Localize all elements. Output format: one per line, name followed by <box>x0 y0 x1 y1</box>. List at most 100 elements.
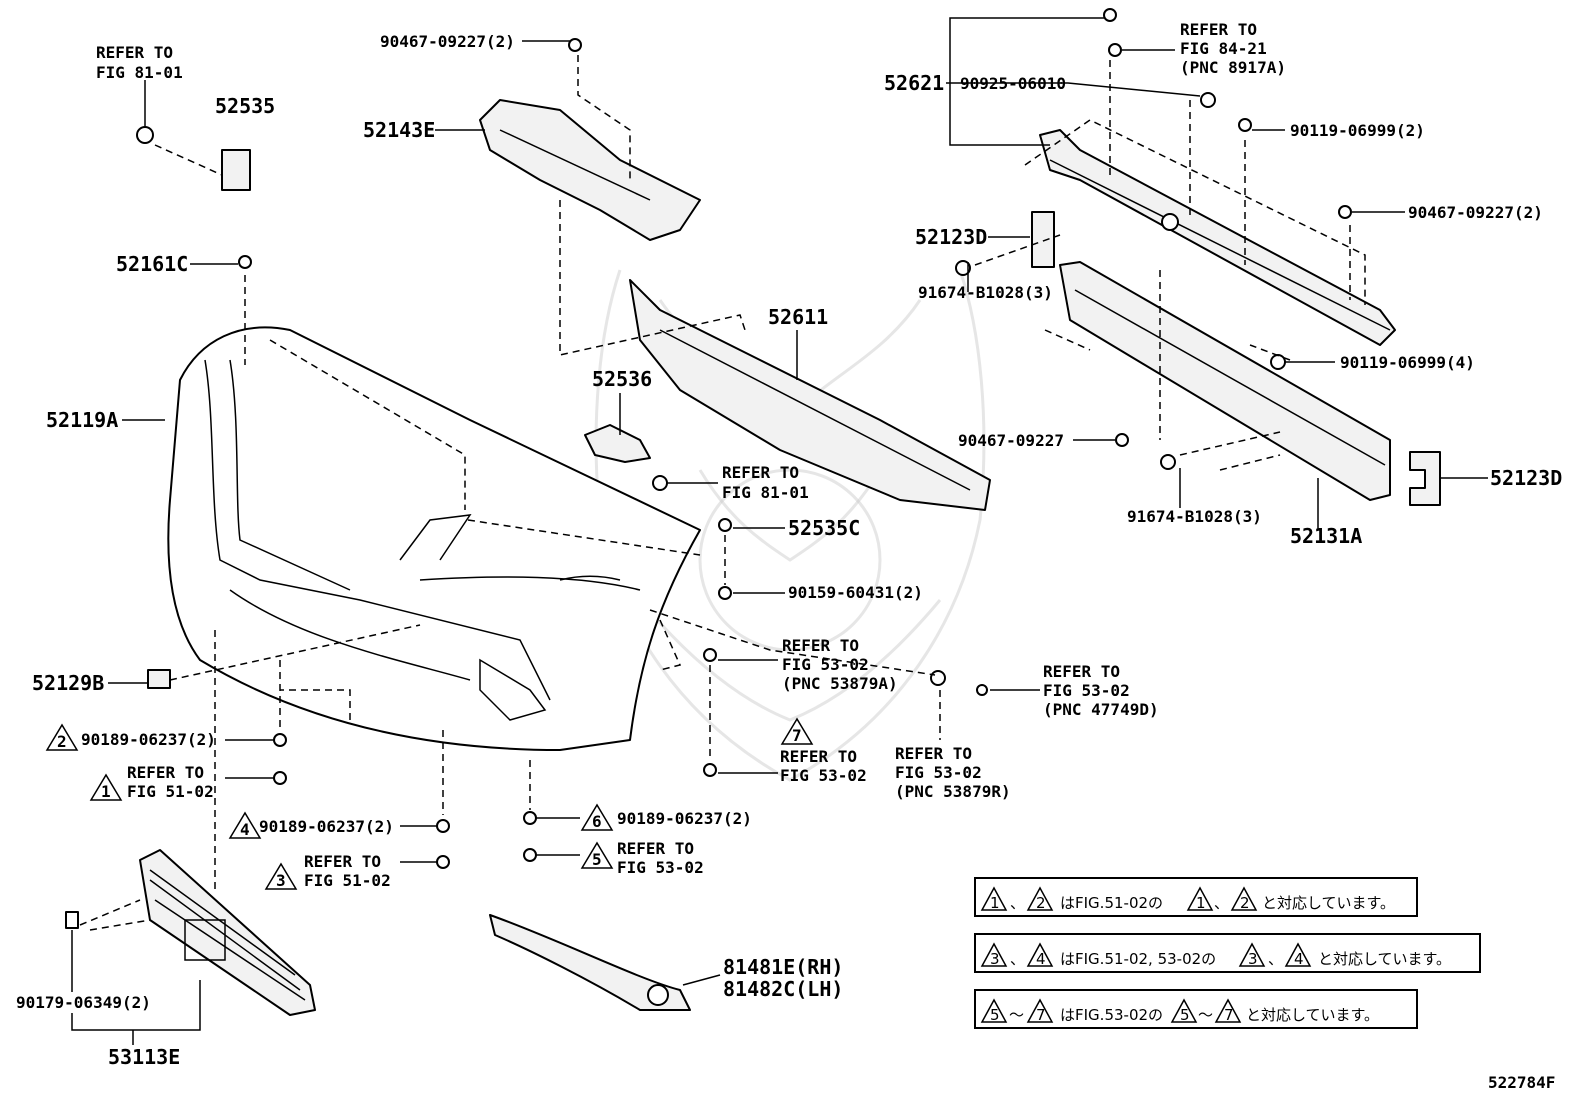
svg-text:2: 2 <box>1240 894 1250 912</box>
svg-text:5: 5 <box>990 1006 1000 1024</box>
spacer-52123d-left <box>1031 211 1055 268</box>
label-refer-81-01-top-l1: REFER TO <box>96 43 173 62</box>
label-90189-06237-a: 90189-06237(2) <box>81 730 216 749</box>
svg-text:5: 5 <box>1180 1006 1190 1024</box>
label-90179-06349: 90179-06349(2) <box>16 993 151 1012</box>
svg-text:7: 7 <box>1224 1006 1234 1024</box>
label-refer-53-02-c-l2: FIG 53-02 <box>780 766 867 785</box>
svg-text:、: 、 <box>1268 950 1283 968</box>
svg-text:1: 1 <box>1196 894 1206 912</box>
svg-text:1: 1 <box>990 894 1000 912</box>
marker-2-icon: 2 <box>45 723 79 751</box>
svg-text:と対応しています。: と対応しています。 <box>1246 1006 1379 1024</box>
svg-text:、: 、 <box>1214 894 1229 912</box>
svg-text:4: 4 <box>240 820 250 839</box>
svg-text:はFIG.51-02, 53-02の: はFIG.51-02, 53-02の <box>1060 950 1216 968</box>
label-refer-53-02-b-l3: (PNC 47749D) <box>1043 700 1159 719</box>
svg-text:5: 5 <box>592 850 602 869</box>
marker-6-icon: 6 <box>580 803 614 831</box>
label-refer-81-01-mid-l2: FIG 81-01 <box>722 483 809 502</box>
label-90159-60431: 90159-60431(2) <box>788 583 923 602</box>
label-90925-06010: 90925-06010 <box>960 74 1066 93</box>
marker-1-icon: 1 <box>89 773 123 801</box>
label-52123d-left: 52123D <box>915 225 987 249</box>
marker-7-icon: 7 <box>780 717 814 745</box>
svg-text:と対応しています。: と対応しています。 <box>1262 894 1395 912</box>
label-52536: 52536 <box>592 367 652 391</box>
label-52161c: 52161C <box>116 252 188 276</box>
label-refer-53-02-e-l2: FIG 53-02 <box>617 858 704 877</box>
svg-text:1: 1 <box>101 782 111 801</box>
garnish-81481e <box>489 914 691 1011</box>
svg-text:3: 3 <box>1248 950 1258 968</box>
label-refer-53-02-c-l1: REFER TO <box>780 747 857 766</box>
svg-text:6: 6 <box>592 812 602 831</box>
reinforcement-52131a <box>1059 261 1391 501</box>
label-90119-06999-4: 90119-06999(4) <box>1340 353 1475 372</box>
label-refer-81-01-mid-l1: REFER TO <box>722 463 799 482</box>
marker-4-icon: 4 <box>228 811 262 839</box>
spacer-52123d-right <box>1409 451 1441 506</box>
svg-text:3: 3 <box>990 950 1000 968</box>
note-box-1: 1 、 2 はFIG.51-02の 1 、 2 と対応しています。 <box>974 877 1418 917</box>
absorber-52611 <box>629 279 991 511</box>
label-refer-53-02-d-l2: FIG 53-02 <box>895 763 982 782</box>
label-refer-53-02-a-l2: FIG 53-02 <box>782 655 869 674</box>
label-90467-09227: 90467-09227 <box>958 431 1064 450</box>
svg-text:、: 、 <box>1010 894 1025 912</box>
grille-53113e <box>139 849 316 1016</box>
label-52611: 52611 <box>768 305 828 329</box>
svg-text:7: 7 <box>1036 1006 1046 1024</box>
label-refer-81-01-top-l2: FIG 81-01 <box>96 63 183 82</box>
note-box-2: 3 、 4 はFIG.51-02, 53-02の 3 、 4 と対応しています。 <box>974 933 1481 973</box>
label-refer-53-02-d-l1: REFER TO <box>895 744 972 763</box>
bumper-cover-52119a <box>167 326 701 751</box>
label-52131a: 52131A <box>1290 524 1362 548</box>
marker-3-icon: 3 <box>264 862 298 890</box>
label-52143e: 52143E <box>363 118 435 142</box>
label-90119-06999-2: 90119-06999(2) <box>1290 121 1425 140</box>
svg-text:はFIG.51-02の: はFIG.51-02の <box>1060 894 1163 912</box>
svg-text:はFIG.53-02の: はFIG.53-02の <box>1060 1006 1163 1024</box>
assembly-lines <box>79 55 1366 931</box>
bracket-52535 <box>221 149 251 191</box>
label-81481e: 81481E(RH) <box>723 955 843 979</box>
svg-text:2: 2 <box>1036 894 1046 912</box>
diagram-id: 522784F <box>1488 1073 1555 1092</box>
part-labels: REFER TO FIG 81-01 52535 52161C 52119A 5… <box>16 20 1562 1092</box>
svg-text:4: 4 <box>1036 950 1046 968</box>
label-refer-53-02-e-l1: REFER TO <box>617 839 694 858</box>
label-91674-b1028-3-top: 91674-B1028(3) <box>918 283 1053 302</box>
label-refer-84-21-l2: FIG 84-21 <box>1180 39 1267 58</box>
label-52535c: 52535C <box>788 516 860 540</box>
label-refer-51-02-a-l2: FIG 51-02 <box>127 782 214 801</box>
label-52123d-right: 52123D <box>1490 466 1562 490</box>
svg-text:7: 7 <box>792 726 802 745</box>
label-refer-51-02-a-l1: REFER TO <box>127 763 204 782</box>
label-refer-51-02-b-l1: REFER TO <box>304 852 381 871</box>
label-90189-06237-b: 90189-06237(2) <box>259 817 394 836</box>
label-refer-53-02-b-l1: REFER TO <box>1043 662 1120 681</box>
label-refer-84-21-l3: (PNC 8917A) <box>1180 58 1286 77</box>
svg-text:と対応しています。: と対応しています。 <box>1318 950 1451 968</box>
note-box-3: 5 ～ 7 はFIG.53-02の 5 ～ 7 と対応しています。 <box>974 989 1418 1029</box>
label-53113e: 53113E <box>108 1045 180 1069</box>
svg-text:、: 、 <box>1010 950 1025 968</box>
svg-text:～: ～ <box>1198 1006 1213 1024</box>
svg-text:3: 3 <box>276 871 286 890</box>
label-refer-84-21-l1: REFER TO <box>1180 20 1257 39</box>
svg-text:2: 2 <box>57 732 67 751</box>
label-52129b: 52129B <box>32 671 104 695</box>
label-90467-09227-2-top: 90467-09227(2) <box>380 32 515 51</box>
label-52535: 52535 <box>215 94 275 118</box>
marker-5-icon: 5 <box>580 841 614 869</box>
bracket-52536 <box>584 424 651 463</box>
reinforcement-52621 <box>1039 129 1396 346</box>
bracket-52143e <box>479 99 701 241</box>
label-90467-09227-2-right: 90467-09227(2) <box>1408 203 1543 222</box>
label-91674-b1028-3-bot: 91674-B1028(3) <box>1127 507 1262 526</box>
triangle-markers: 2 1 4 3 6 5 7 <box>45 717 814 890</box>
label-refer-51-02-b-l2: FIG 51-02 <box>304 871 391 890</box>
